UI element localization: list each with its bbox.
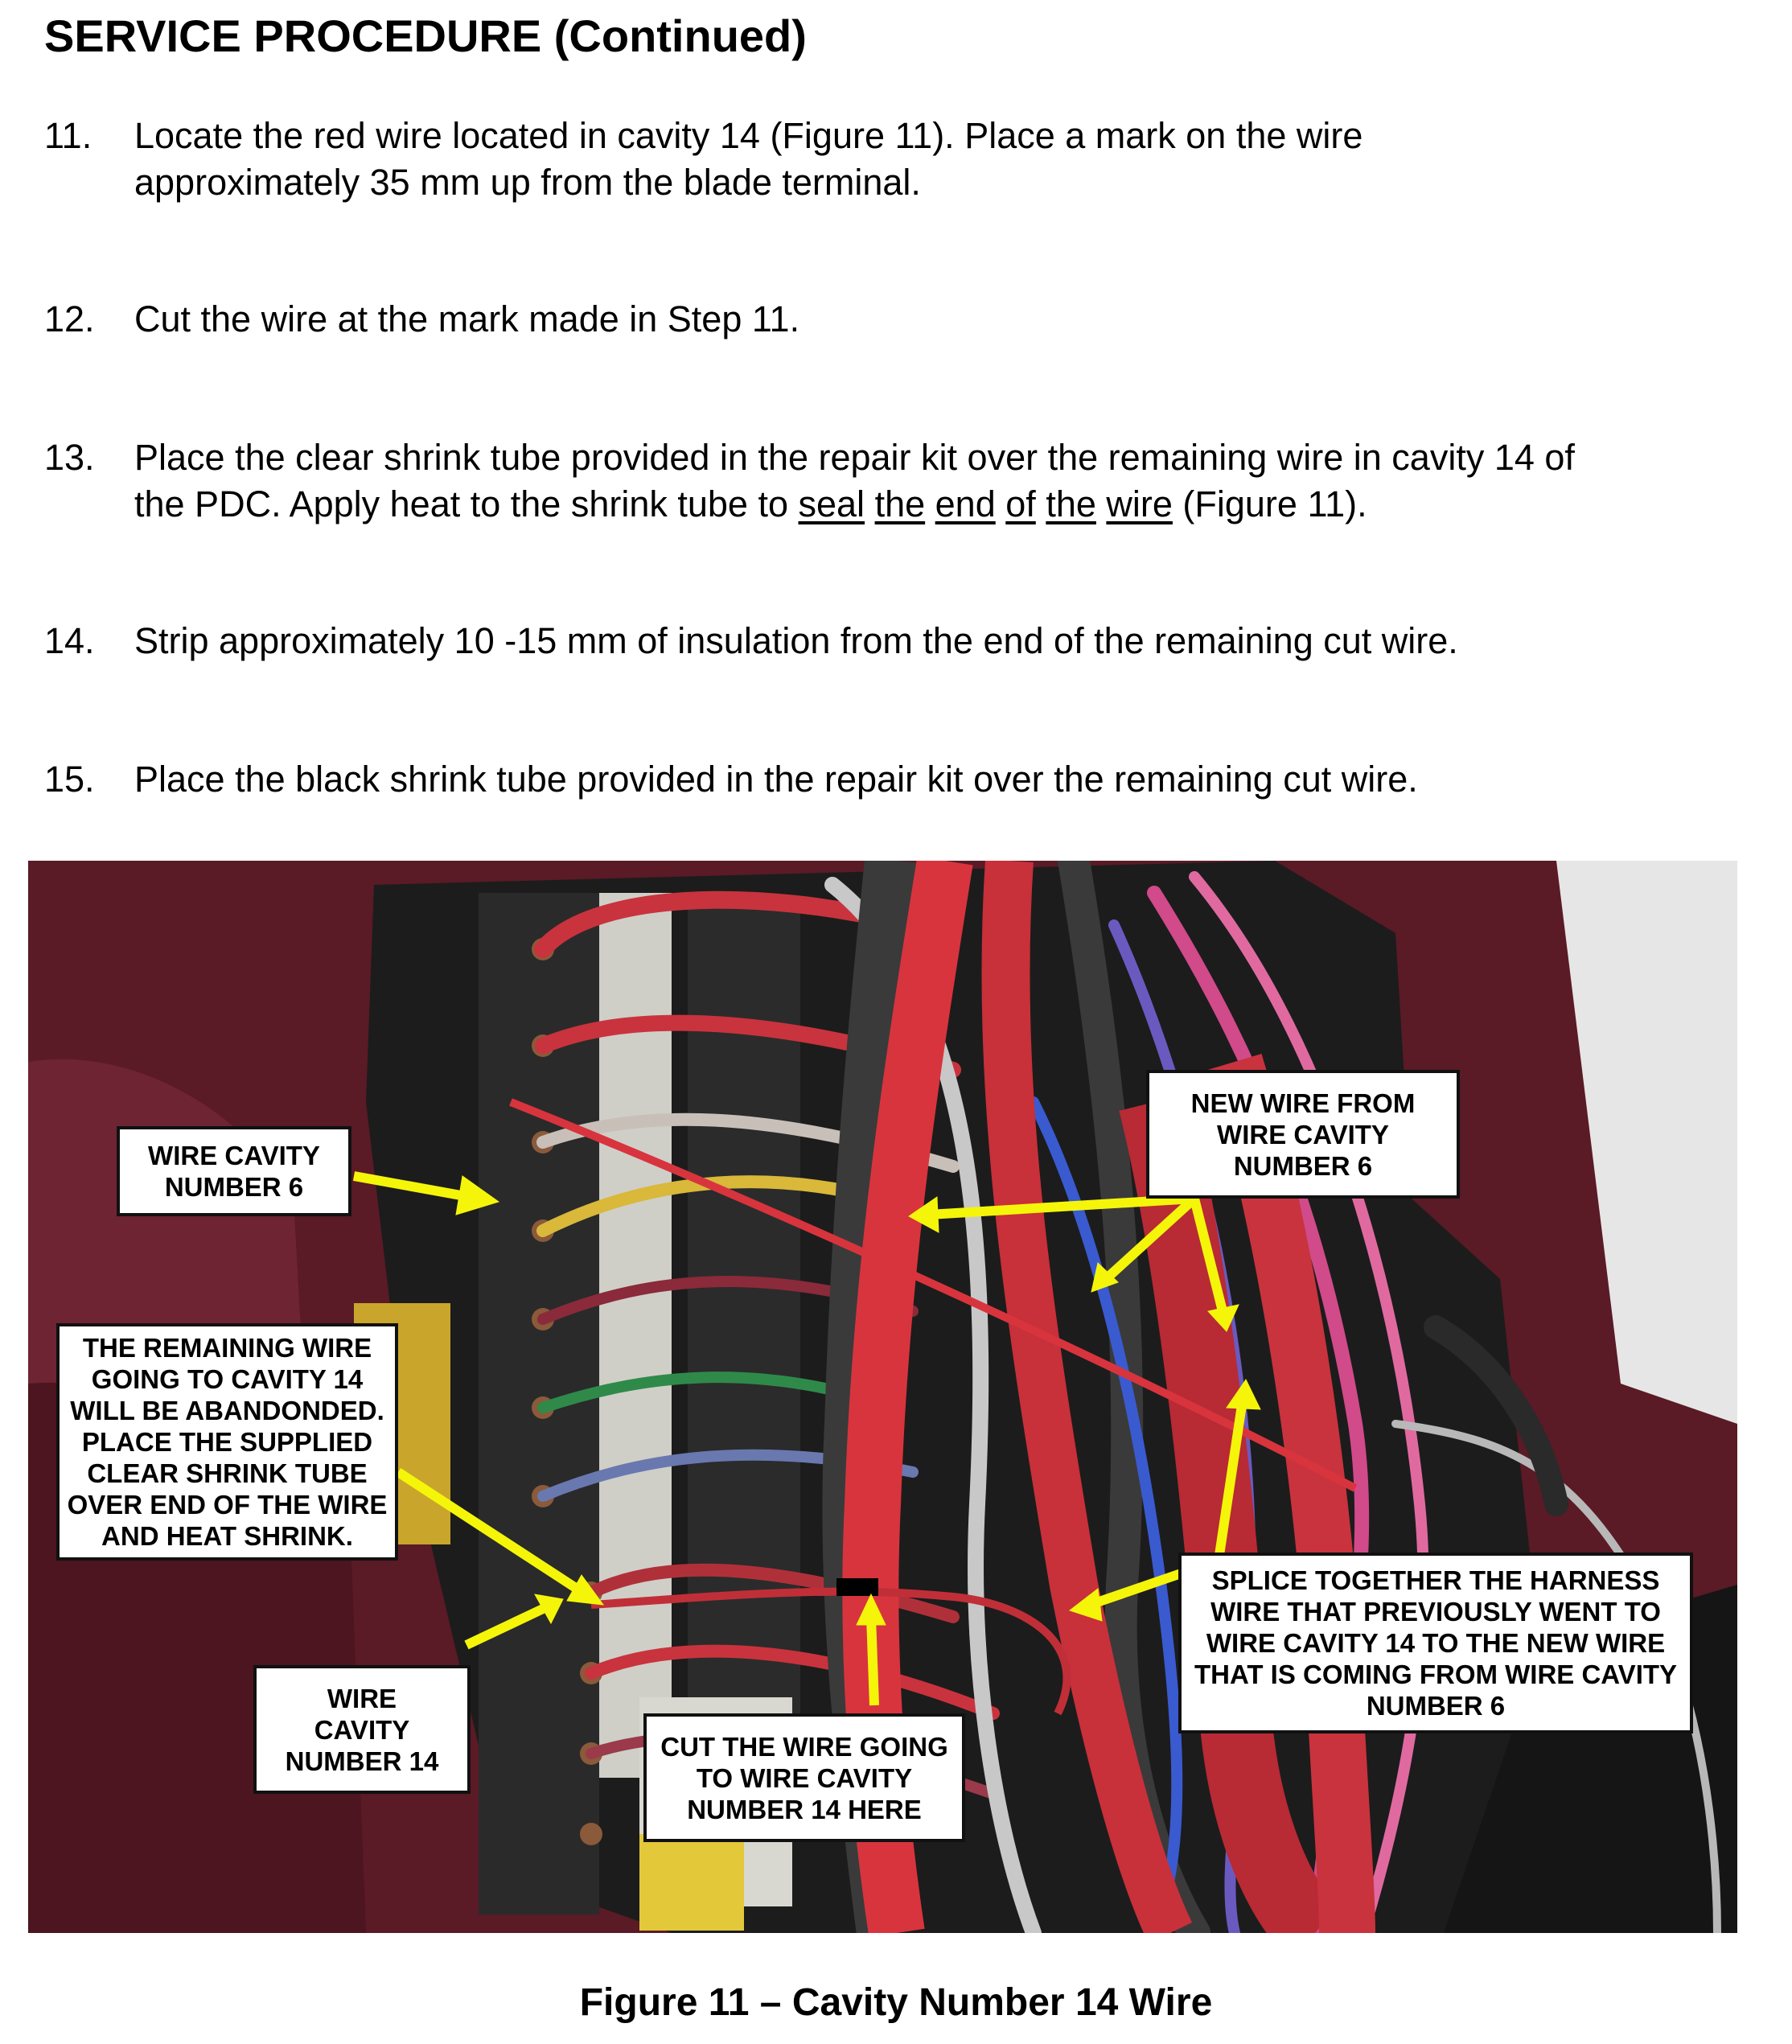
- step-text-line: Cut the wire at the mark made in Step 11…: [134, 298, 800, 339]
- step-13: 13. Place the clear shrink tube provided…: [44, 434, 1749, 528]
- step-text-line: Locate the red wire located in cavity 14…: [134, 115, 1363, 156]
- step-text-line: Place the black shrink tube provided in …: [134, 759, 1418, 800]
- cut-mark: [836, 1578, 878, 1596]
- yellow-connector: [639, 1834, 744, 1931]
- underlined-word: wire: [1106, 483, 1173, 524]
- figure-caption: Figure 11 – Cavity Number 14 Wire: [579, 1981, 1213, 2024]
- step-12: 12. Cut the wire at the mark made in Ste…: [44, 296, 1749, 343]
- underlined-word: the: [874, 483, 926, 524]
- step-number: 15.: [44, 759, 95, 800]
- underlined-word: seal: [798, 483, 865, 524]
- callout-cut-wire: CUT THE WIRE GOING TO WIRE CAVITY NUMBER…: [643, 1713, 965, 1842]
- page-heading: SERVICE PROCEDURE (Continued): [44, 10, 807, 61]
- step-text-segment: (Figure 11).: [1172, 483, 1367, 524]
- step-15: 15. Place the black shrink tube provided…: [44, 756, 1749, 803]
- step-text-line: the PDC. Apply heat to the shrink tube t…: [134, 481, 1749, 528]
- callout-wire-cavity-14: WIRE CAVITY NUMBER 14: [253, 1665, 471, 1794]
- step-text-line: Place the clear shrink tube provided in …: [134, 437, 1575, 478]
- underlined-word: end: [935, 483, 996, 524]
- step-text-segment: the PDC. Apply heat to the shrink tube t…: [134, 483, 799, 524]
- step-number: 12.: [44, 298, 95, 339]
- white-connector: [599, 893, 672, 1778]
- callout-splice: SPLICE TOGETHER THE HARNESS WIRE THAT PR…: [1178, 1553, 1693, 1733]
- step-number: 13.: [44, 437, 95, 478]
- underlined-word: of: [1005, 483, 1036, 524]
- underlined-word: the: [1046, 483, 1096, 524]
- figure-11-photo: WIRE CAVITY NUMBER 6 NEW WIRE FROM WIRE …: [28, 861, 1737, 1933]
- step-number: 14.: [44, 620, 95, 661]
- background-light: [1556, 861, 1737, 1424]
- step-11: 11. Locate the red wire located in cavit…: [44, 113, 1749, 206]
- step-number: 11.: [44, 115, 92, 156]
- callout-new-wire: NEW WIRE FROM WIRE CAVITY NUMBER 6: [1146, 1070, 1460, 1199]
- callout-wire-cavity-6: WIRE CAVITY NUMBER 6: [117, 1126, 351, 1216]
- callout-remaining-wire: THE REMAINING WIRE GOING TO CAVITY 14 WI…: [56, 1323, 398, 1561]
- step-14: 14. Strip approximately 10 -15 mm of ins…: [44, 618, 1749, 664]
- yellow-arrows: [352, 1171, 1261, 1706]
- step-text-line: Strip approximately 10 -15 mm of insulat…: [134, 620, 1458, 661]
- step-text-line: approximately 35 mm up from the blade te…: [134, 162, 921, 203]
